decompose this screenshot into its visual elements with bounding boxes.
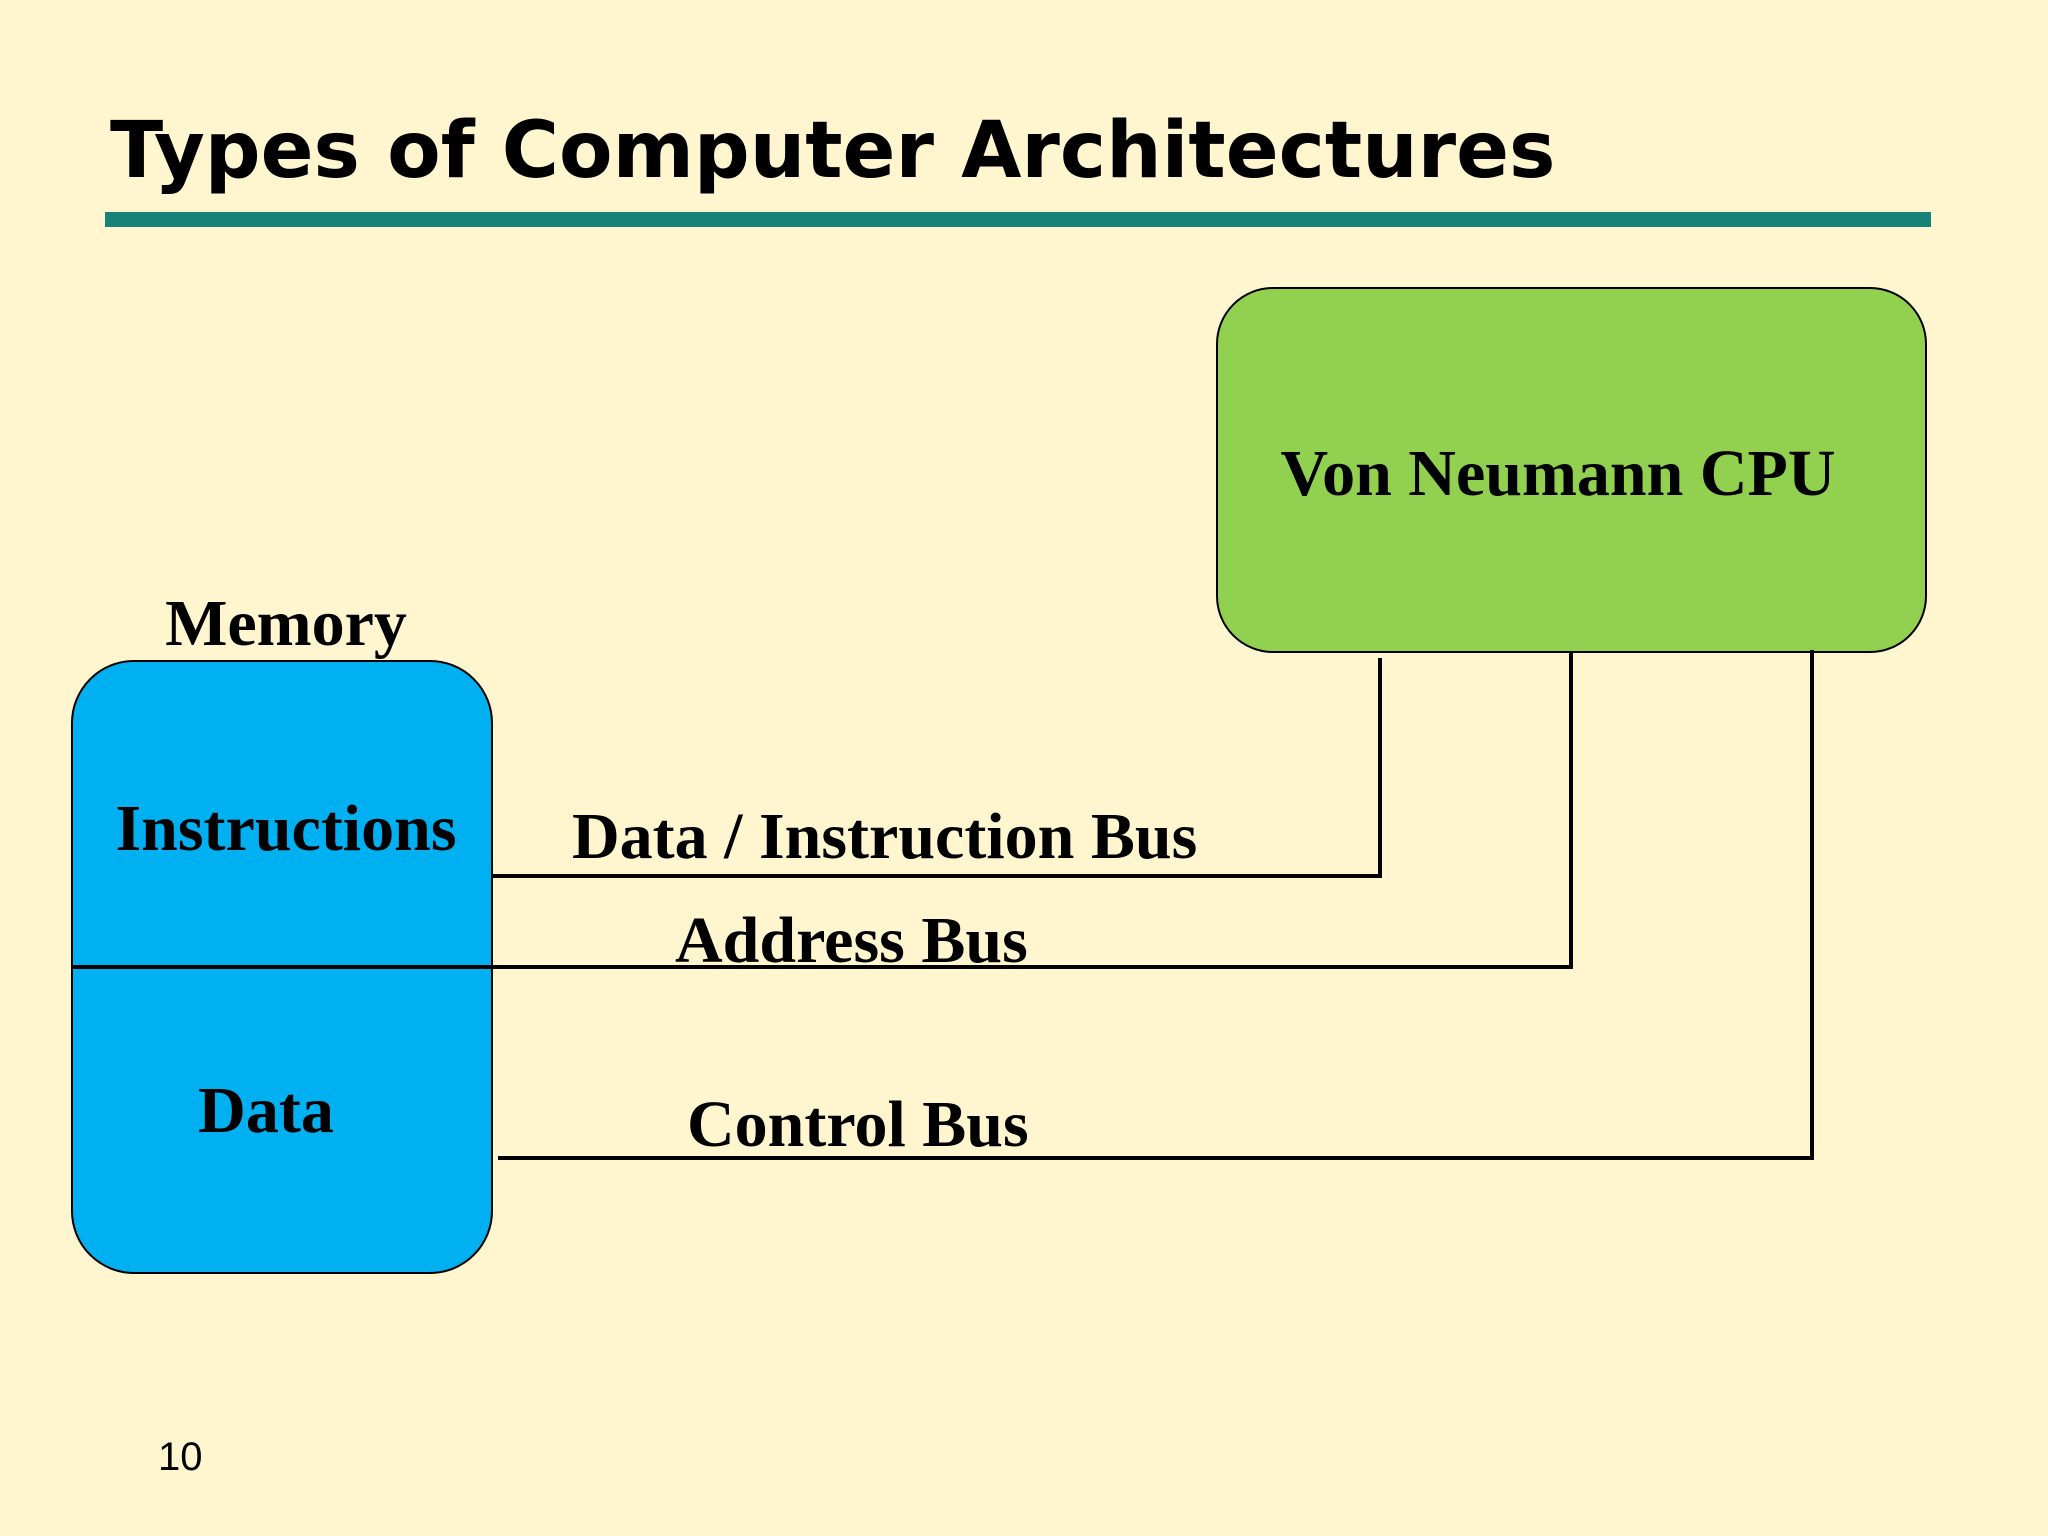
address-bus-line bbox=[492, 652, 1573, 969]
data-instruction-bus-line bbox=[492, 658, 1382, 878]
title-underline bbox=[105, 212, 1931, 227]
control-bus-label: Control Bus bbox=[687, 1088, 1029, 1161]
data-instruction-bus-label: Data / Instruction Bus bbox=[572, 800, 1197, 873]
memory-instructions-label: Instructions bbox=[115, 792, 456, 865]
slide-title: Types of Computer Architectures bbox=[110, 106, 1556, 196]
memory-label: Memory bbox=[165, 587, 407, 660]
address-bus-label: Address Bus bbox=[675, 904, 1028, 977]
cpu-label: Von Neumann CPU bbox=[1280, 437, 1835, 510]
control-bus-line bbox=[498, 650, 1814, 1160]
page-number: 10 bbox=[158, 1435, 203, 1479]
memory-data-label: Data bbox=[198, 1074, 334, 1147]
